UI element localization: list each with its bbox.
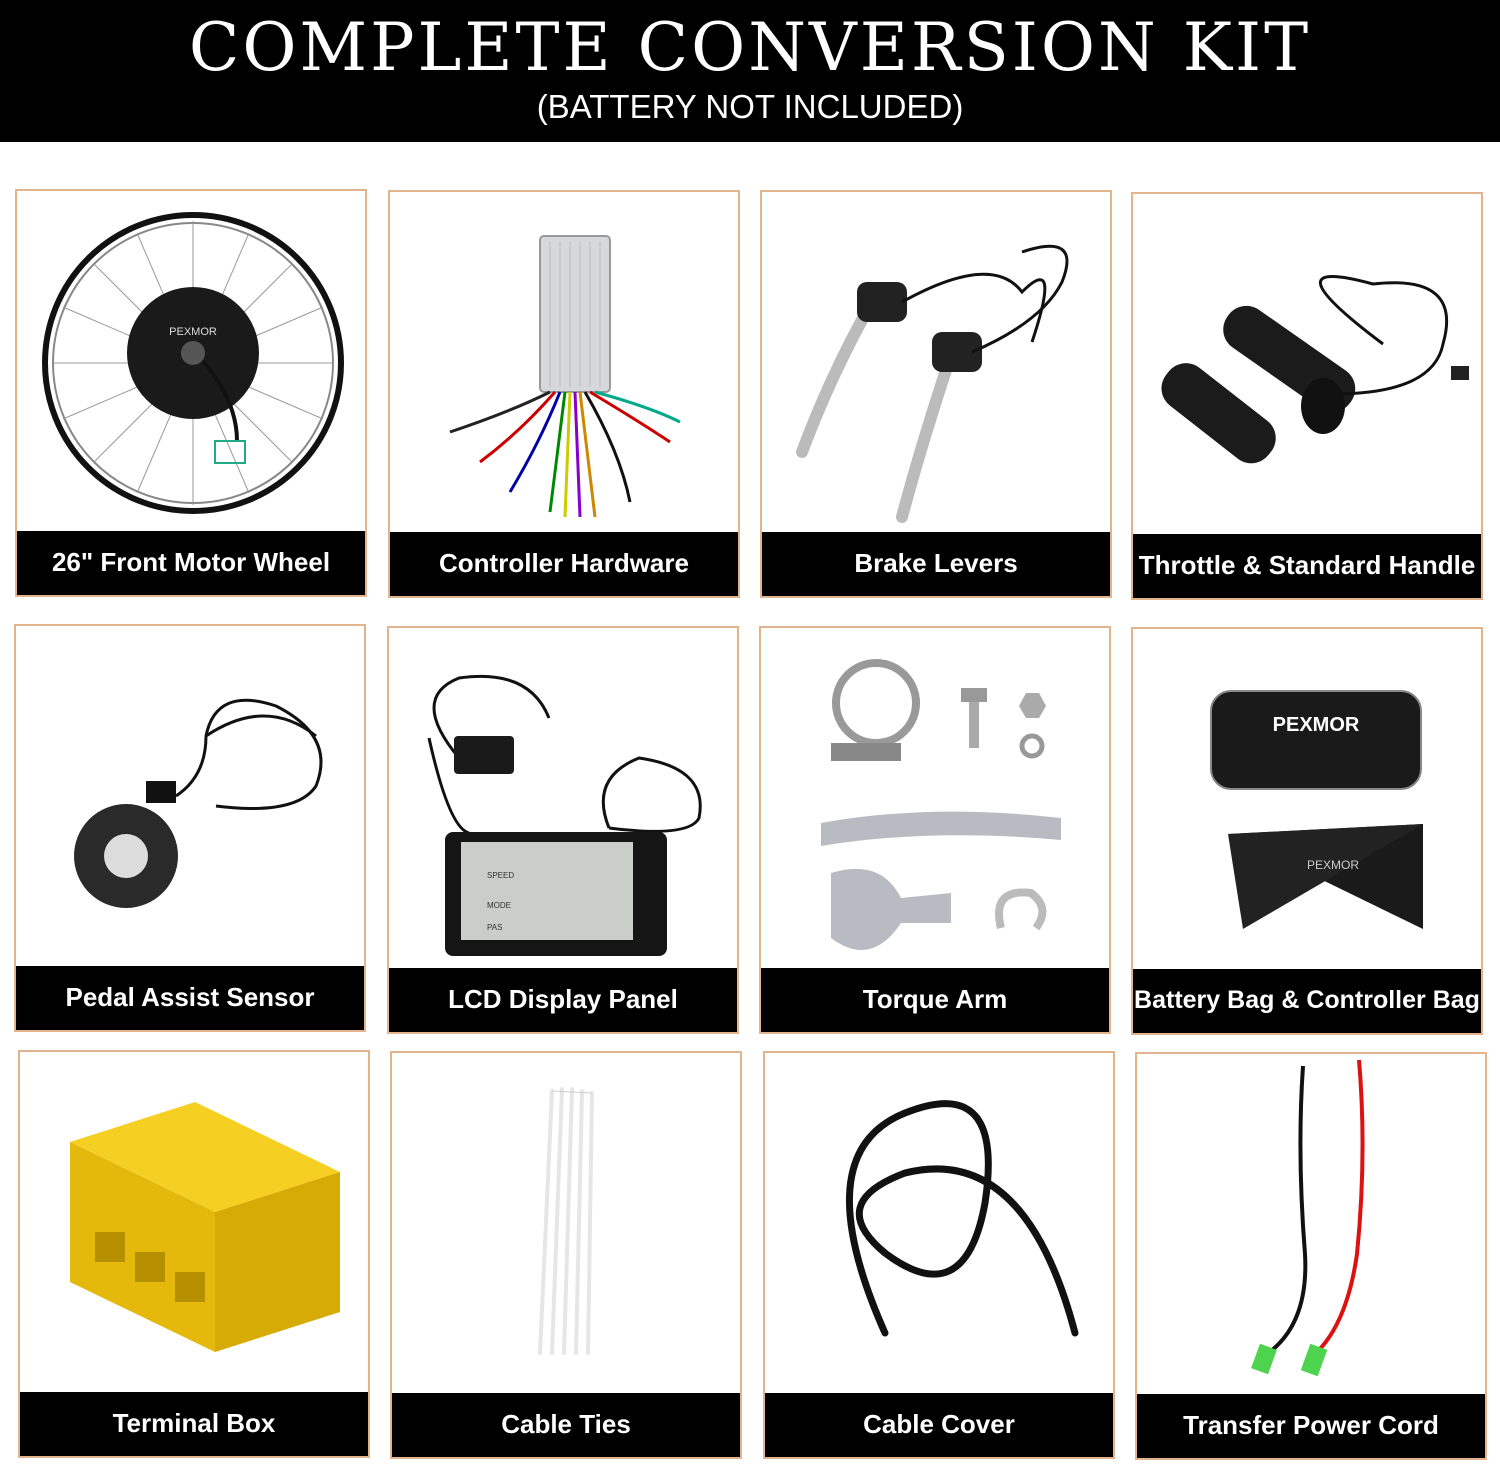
product-card-cable-ties: Cable Ties xyxy=(390,1051,742,1459)
product-card-terminal-box: Terminal Box xyxy=(18,1050,370,1458)
cable-ties-icon xyxy=(538,1087,594,1355)
product-card-pedal-sensor: Pedal Assist Sensor xyxy=(14,624,366,1032)
controller-icon xyxy=(449,235,681,518)
product-card-power-cord: Transfer Power Cord xyxy=(1135,1052,1487,1460)
lcd-display-icon: SPEED MODE PAS SW900 xyxy=(427,674,702,956)
lcd-model-text: SW900 xyxy=(601,933,634,943)
item-label: Battery Bag & Controller Bag xyxy=(1133,969,1481,1033)
pedal-sensor-icon xyxy=(74,698,323,908)
lcd-mode-text: MODE xyxy=(487,901,511,910)
product-card-cable-cover: Cable Cover xyxy=(763,1051,1115,1459)
bags-icon: PEXMOR PEXMOR xyxy=(1210,690,1423,929)
item-label: Cable Cover xyxy=(765,1393,1113,1457)
item-label: 26" Front Motor Wheel xyxy=(17,531,365,595)
product-card-controller: Controller Hardware xyxy=(388,190,740,598)
product-card-torque-arm: Torque Arm xyxy=(759,626,1111,1034)
page-subtitle: (BATTERY NOT INCLUDED) xyxy=(536,88,964,125)
header-banner: COMPLETE CONVERSION KIT (BATTERY NOT INC… xyxy=(0,0,1500,142)
product-card-motor-wheel: PEXMOR 26" Front Motor Wheel xyxy=(15,189,367,597)
item-label: Terminal Box xyxy=(20,1392,368,1456)
lcd-speed-text: SPEED xyxy=(487,871,514,880)
wheel-brand-text: PEXMOR xyxy=(169,326,217,338)
item-label: Pedal Assist Sensor xyxy=(16,966,364,1030)
page-title: COMPLETE CONVERSION KIT xyxy=(188,9,1312,86)
item-label: Brake Levers xyxy=(762,532,1110,596)
item-label: Transfer Power Cord xyxy=(1137,1394,1485,1458)
cable-cover-icon xyxy=(846,1100,1079,1337)
bag2-brand-text: PEXMOR xyxy=(1307,858,1359,872)
throttle-icon xyxy=(1161,275,1469,464)
item-label: Cable Ties xyxy=(392,1393,740,1457)
power-cord-icon xyxy=(1251,1059,1365,1377)
product-card-bags: PEXMOR PEXMOR Battery Bag & Controller B… xyxy=(1131,627,1483,1035)
motor-wheel-icon: PEXMOR xyxy=(42,212,344,514)
item-label: LCD Display Panel xyxy=(389,968,737,1032)
product-card-brake-levers: Brake Levers xyxy=(760,190,1112,598)
bag-brand-text: PEXMOR xyxy=(1273,714,1360,736)
torque-arm-icon xyxy=(821,659,1061,950)
brake-levers-icon xyxy=(796,244,1069,523)
terminal-box-icon xyxy=(70,1102,340,1352)
product-card-lcd-display: SPEED MODE PAS SW900 LCD Display Panel xyxy=(387,626,739,1034)
product-card-throttle: Throttle & Standard Handle xyxy=(1131,192,1483,600)
item-label: Throttle & Standard Handle xyxy=(1133,534,1481,598)
lcd-pas-text: PAS xyxy=(487,923,502,932)
item-label: Torque Arm xyxy=(761,968,1109,1032)
item-label: Controller Hardware xyxy=(390,532,738,596)
